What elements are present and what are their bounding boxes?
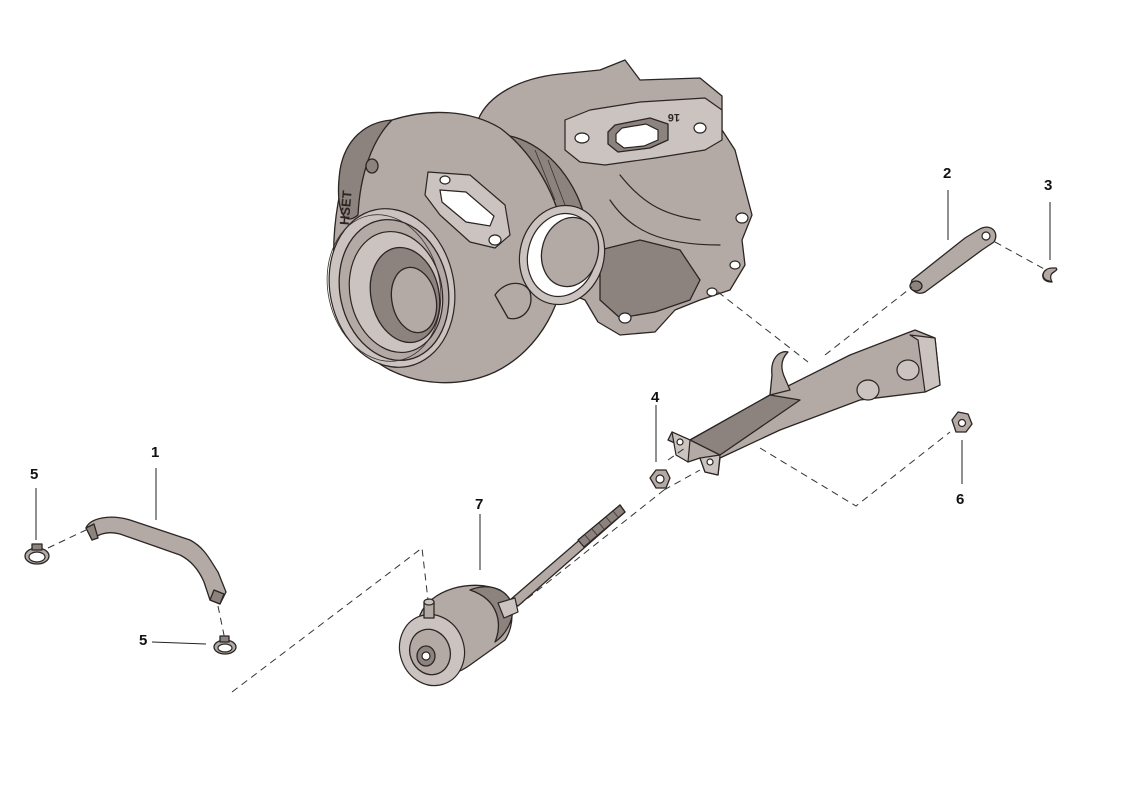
actuator-bracket: [667, 329, 941, 476]
housing-marking: HSET: [337, 190, 355, 226]
hose-clamp-upper: [24, 543, 50, 565]
hex-nut: [649, 469, 671, 489]
callout-6: 6: [956, 491, 965, 508]
callout-2: 2: [943, 165, 952, 182]
hose-clamp-lower: [213, 635, 237, 655]
callout-leaders: [35, 190, 1051, 645]
linkage-pin: [909, 226, 997, 294]
callout-5-upper: 5: [30, 466, 39, 483]
callout-3: 3: [1044, 177, 1053, 194]
assembly-guide-lines: [47, 241, 1047, 693]
callout-1: 1: [151, 444, 160, 461]
callout-4: 4: [651, 389, 660, 406]
flange-nut: [951, 411, 973, 433]
turbocharger-assembly: 16 HSET: [326, 59, 753, 384]
flange-marking: 16: [668, 111, 680, 123]
callout-7: 7: [475, 496, 484, 513]
wastegate-actuator: [398, 504, 626, 687]
vacuum-hose: [85, 516, 227, 605]
callout-5-lower: 5: [139, 632, 148, 649]
